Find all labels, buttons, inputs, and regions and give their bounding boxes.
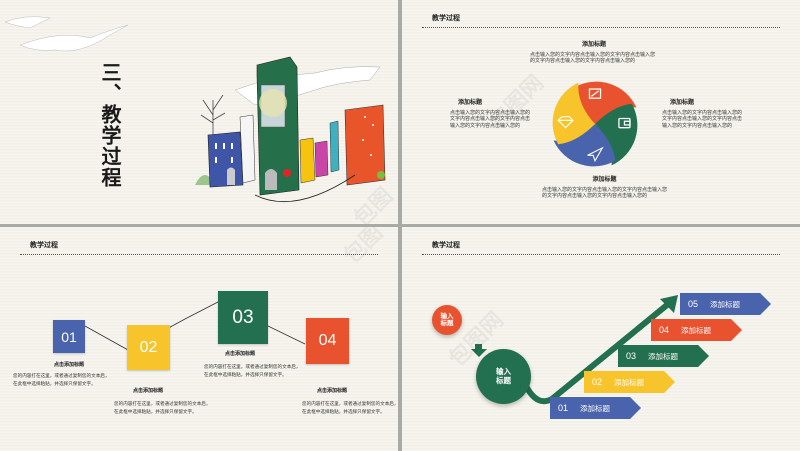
diamond-icon (557, 116, 574, 129)
step-box-03: 03 (218, 291, 268, 344)
step-box-04: 04 (306, 318, 349, 364)
paper-plane-icon (587, 146, 604, 163)
buildings-illustration (195, 56, 386, 203)
pinwheel-diagram (552, 81, 638, 167)
slide-header: 教学过程 (30, 241, 58, 249)
slide-thumbnail-2[interactable]: 教学过程 添加标题 点击输入您的文字内容点击输入您的文字内容点击输入您的文字内容… (402, 0, 800, 224)
step-body-02: 您的内容打在这里，或者通过复制您的文本后，在此框中选择粘贴，并选择只保留文字。 (114, 402, 211, 415)
slide-header: 教学过程 (432, 241, 460, 249)
step-body-03: 您的内容打在这里，或者通过复制您的文本后，在此框中选择粘贴，并选择只保留文字。 (204, 365, 301, 378)
section-title: 三、教学过程 (98, 62, 122, 188)
step-box-01: 01 (53, 320, 85, 353)
step-box-02: 02 (127, 325, 170, 370)
step-body-01: 您的内容打在这里，或者通过复制您的文本后，在此框中选择粘贴，并选择只保留文字。 (13, 374, 110, 387)
input-title-circle-small[interactable]: 输入标题 (432, 305, 462, 335)
block-title: 添加标题 (670, 99, 695, 106)
block-title: 添加标题 (581, 41, 606, 48)
text-block-bottom: 添加标题 点击输入您的文字内容点击输入您的文字内容点击输入您的文字内容点击输入您… (542, 176, 668, 200)
block-title: 添加标题 (592, 176, 617, 183)
connector-lines (84, 301, 306, 351)
step-title-03: 点击添加标题 (224, 351, 255, 357)
slide-header: 教学过程 (432, 14, 460, 22)
text-block-right: 添加标题 点击输入您的文字内容点击输入您的文字内容点击输入您的文字内容点击输入您… (662, 99, 746, 129)
text-block-left: 添加标题 点击输入您的文字内容点击输入您的文字内容点击输入您的文字内容点击输入您… (450, 99, 534, 129)
header-divider (422, 27, 780, 28)
image-icon (588, 88, 602, 99)
slide-thumbnail-1[interactable]: 三、教学过程 包图 (0, 0, 398, 224)
text-block-top: 添加标题 点击输入您的文字内容点击输入您的文字内容点击输入您的文字内容点击输入您… (530, 41, 658, 65)
step-title-01: 点击添加标题 (53, 362, 84, 368)
step-title-04: 点击添加标题 (316, 388, 347, 394)
header-divider (20, 254, 378, 255)
step-title-02: 点击添加标题 (132, 388, 163, 394)
slide-thumbnail-3[interactable]: 教学过程 01 02 03 04 点击添加标题 您的内容打在这里，或者通过复制您… (0, 227, 398, 451)
step-body-04: 您的内容打在这里，或者通过复制您的文本后，在此框中选择粘贴，并选择只保留文字。 (302, 402, 398, 415)
block-body: 点击输入您的文字内容点击输入您的文字内容点击输入您的文字内容点击输入您的文字内容… (662, 109, 743, 129)
header-divider (422, 254, 780, 255)
wallet-icon (618, 117, 631, 129)
input-title-circle-large[interactable]: 输入标题 (476, 349, 531, 404)
block-body: 点击输入您的文字内容点击输入您的文字内容点击输入您的文字内容点击输入您的文字内容… (530, 51, 656, 65)
block-title: 添加标题 (458, 99, 483, 106)
cloud-doodle (4, 16, 129, 52)
block-body: 点击输入您的文字内容点击输入您的文字内容点击输入您的文字内容点击输入您的文字内容… (542, 186, 668, 200)
block-body: 点击输入您的文字内容点击输入您的文字内容点击输入您的文字内容点击输入您的文字内容… (450, 109, 531, 129)
